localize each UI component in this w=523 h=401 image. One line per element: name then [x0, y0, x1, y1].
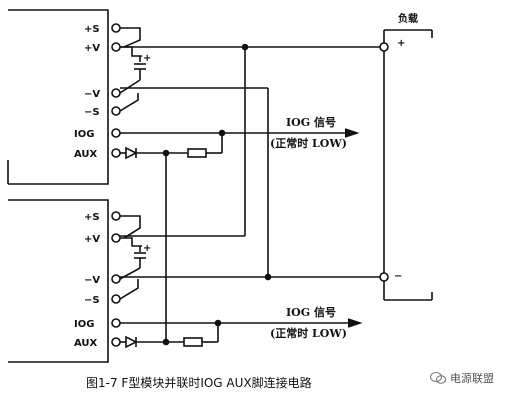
m2-pin-label: +V: [84, 234, 100, 245]
module2-pin-circles: [111, 211, 121, 347]
wechat-icon: [430, 372, 446, 384]
m1-pin-label: +S: [84, 24, 100, 35]
module2-sense-wiring: +: [119, 215, 151, 300]
svg-text:+: +: [143, 53, 151, 64]
junction-dot: [162, 149, 170, 157]
svg-text:+: +: [143, 243, 151, 254]
load-plus: +: [397, 38, 405, 49]
m1-pin-label: −S: [84, 107, 100, 118]
m2-pin-label: −S: [84, 295, 100, 306]
m2-pin-label: −V: [84, 275, 100, 286]
iog2-note: (正常时 LOW): [270, 326, 347, 340]
iog2-title: IOG 信号: [286, 305, 336, 319]
load-minus: −: [394, 271, 402, 282]
junction-dot: [264, 273, 272, 281]
m2-pin-label: IOG: [74, 319, 94, 330]
junction-dot: [214, 319, 222, 327]
iog1-title: IOG 信号: [286, 115, 336, 129]
junction-dot: [162, 338, 170, 346]
load: [379, 29, 433, 301]
load-label: 负载: [398, 12, 418, 25]
m1-pin-label: AUX: [74, 149, 98, 160]
figure-caption: 图1-7 F型模块并联时IOG AUX脚连接电路: [86, 376, 312, 390]
module2-iog-aux: [120, 318, 363, 349]
watermark-text: 电源联盟: [450, 372, 494, 385]
m2-pin-label: AUX: [74, 338, 98, 349]
m1-pin-label: +V: [84, 43, 100, 54]
m1-pin-label: IOG: [74, 129, 94, 140]
module1-outline: [8, 9, 109, 185]
m2-pin-label: +S: [84, 212, 100, 223]
module1-pin-circles: [111, 23, 121, 158]
watermark: 电源联盟: [430, 370, 494, 386]
iog1-note: (正常时 LOW): [270, 136, 347, 150]
m1-pin-label: −V: [84, 89, 100, 100]
module1-sense-wiring: +: [119, 27, 151, 112]
junction-dot: [218, 129, 226, 137]
module1-iog-aux: [120, 128, 360, 342]
power-bus-lines: [120, 46, 384, 278]
junction-dot: [241, 43, 249, 51]
module2-outline: [8, 199, 109, 363]
